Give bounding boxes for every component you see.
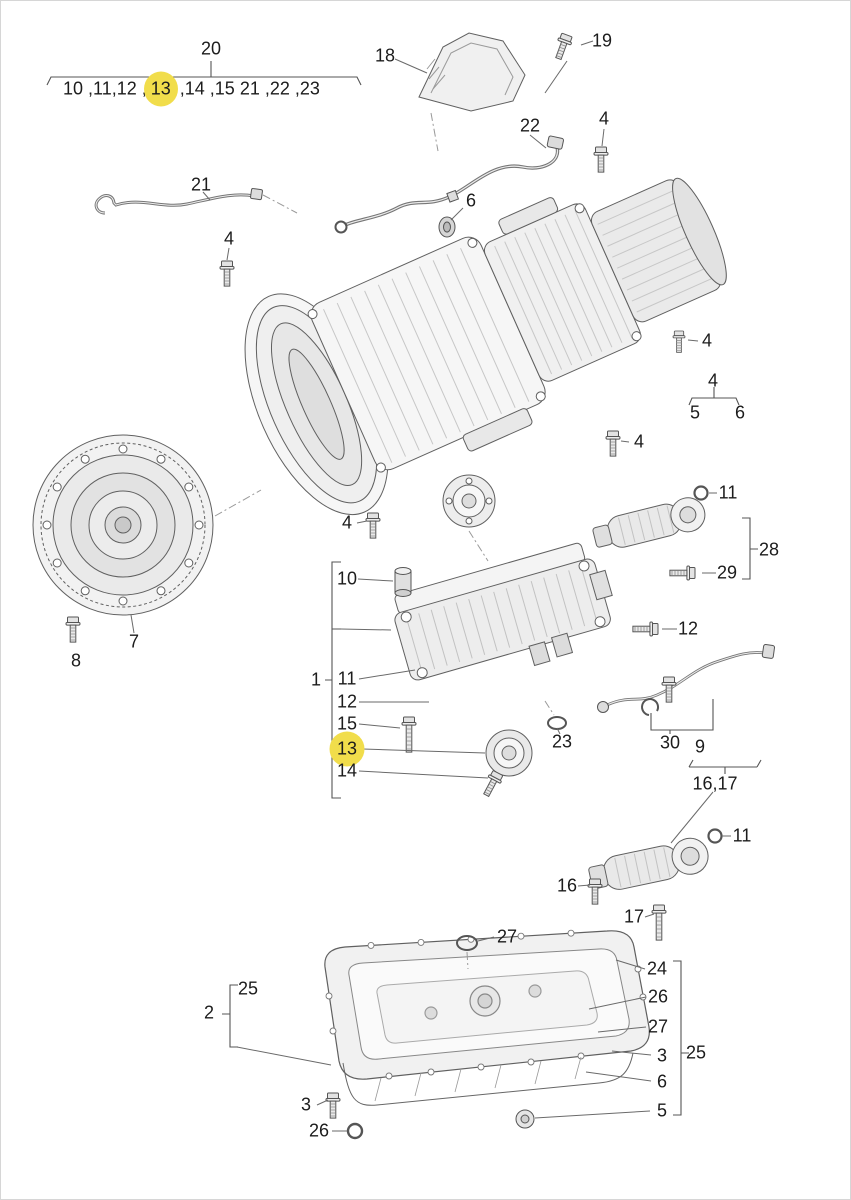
callout-26[interactable]: 26 [308, 1120, 330, 1141]
callout-27[interactable]: 27 [647, 1016, 669, 1037]
callout-29[interactable]: 29 [716, 562, 738, 583]
callout-11[interactable]: 11 [718, 482, 738, 503]
callout-25[interactable]: 25 [685, 1042, 707, 1063]
callout-25[interactable]: 25 [237, 978, 259, 999]
bracket-25-right [673, 960, 689, 1116]
shaft-seal [485, 729, 533, 777]
callout-11[interactable]: 11 [732, 825, 752, 846]
oring-11-upper [693, 485, 709, 501]
callout-23[interactable]: 23 [551, 731, 573, 752]
callout-12[interactable]: 12 [336, 691, 358, 712]
top-list-parts[interactable]: 10 ,11,12 , [63, 78, 147, 99]
top-part-number-list: 10 ,11,12 ,13 ,14 ,15 21 ,22 ,23 [63, 71, 320, 107]
bolt-3 [325, 1092, 341, 1119]
callout-6[interactable]: 6 [656, 1071, 668, 1092]
bolt-14 [479, 769, 505, 799]
seals-layer [346, 485, 723, 1140]
oring-27 [456, 935, 478, 951]
oil-pan [324, 929, 650, 1106]
callout-30[interactable]: 30 [659, 732, 681, 753]
callout-17[interactable]: 17 [623, 906, 645, 927]
valve-body-mechatronic [394, 542, 613, 681]
callout-19[interactable]: 19 [591, 30, 613, 51]
callout-4[interactable]: 4 [223, 228, 235, 249]
bolt-4-left [219, 260, 235, 287]
callout-2[interactable]: 2 [203, 1002, 215, 1023]
bracket-16-17 [688, 759, 762, 774]
output-flange [442, 474, 496, 528]
callout-3[interactable]: 3 [656, 1045, 668, 1066]
callout-21[interactable]: 21 [190, 174, 212, 195]
callout-16[interactable]: 16 [556, 875, 578, 896]
callout-16-17[interactable]: 16,17 [692, 773, 738, 794]
callout-24[interactable]: 24 [646, 958, 668, 979]
callout-20[interactable]: 20 [200, 38, 222, 59]
bracket-30 [650, 699, 714, 734]
callout-4[interactable]: 4 [701, 330, 713, 351]
callout-22[interactable]: 22 [519, 115, 541, 136]
callout-14[interactable]: 14 [336, 760, 358, 781]
callout-6[interactable]: 6 [465, 190, 477, 211]
callout-3[interactable]: 3 [300, 1094, 312, 1115]
bracket-4-5-6 [688, 387, 740, 406]
bracket-20 [46, 61, 362, 86]
bolt-12 [632, 621, 659, 637]
bolt-4-flange [365, 512, 381, 539]
top-list-part-highlighted[interactable]: 13 [143, 71, 178, 107]
filter-tube [394, 567, 412, 597]
leader-lines [130, 40, 731, 1132]
top-list-parts[interactable]: ,14 ,15 21 ,22 ,23 [174, 78, 320, 99]
group-brackets [46, 61, 762, 1116]
oring-11-lower [707, 828, 723, 844]
bracket-28 [742, 517, 758, 580]
bracket-2 [222, 984, 238, 1048]
callout-26[interactable]: 26 [647, 986, 669, 1007]
end-cover [418, 32, 526, 112]
callout-9[interactable]: 9 [694, 736, 706, 757]
callout-18[interactable]: 18 [374, 45, 396, 66]
callout-12[interactable]: 12 [677, 618, 699, 639]
gear-actuator-lower [588, 837, 709, 890]
callout-8[interactable]: 8 [70, 650, 82, 671]
stud-17 [651, 904, 667, 941]
bolt-4-top [593, 146, 609, 173]
bolt-16 [587, 878, 603, 905]
callout-28[interactable]: 28 [758, 539, 780, 560]
construction-lines [214, 112, 555, 970]
callout-5[interactable]: 5 [689, 402, 701, 423]
bracket-1 [325, 561, 341, 799]
bolt-15 [401, 716, 417, 753]
bolt-29 [669, 565, 696, 581]
gear-actuator-upper [592, 497, 706, 548]
callout-27[interactable]: 27 [496, 926, 518, 947]
callout-4[interactable]: 4 [341, 512, 353, 533]
callout-4[interactable]: 4 [633, 431, 645, 452]
callout-4[interactable]: 4 [598, 108, 610, 129]
callout-5[interactable]: 5 [656, 1100, 668, 1121]
gearbox-housing [244, 177, 727, 516]
callout-1[interactable]: 1 [310, 669, 322, 690]
callout-11[interactable]: 11 [337, 668, 357, 689]
callout-15[interactable]: 15 [336, 713, 358, 734]
callout-10[interactable]: 10 [336, 568, 358, 589]
callout-13[interactable]: 13 [329, 731, 365, 767]
callout-4[interactable]: 4 [707, 370, 719, 391]
drain-plug [515, 1109, 535, 1129]
bolt-30-group [661, 676, 677, 703]
callout-7[interactable]: 7 [128, 631, 140, 652]
bolt-4-right [672, 330, 686, 353]
oring-23 [547, 716, 567, 730]
bolt-4-mid [605, 430, 621, 457]
bolt-8 [65, 616, 81, 643]
torque-converter [32, 434, 214, 616]
breather-pipe [94, 188, 263, 215]
oring-26 [346, 1122, 364, 1140]
bolt-19 [551, 32, 575, 62]
wiring-harness [334, 135, 564, 234]
callout-6[interactable]: 6 [734, 402, 746, 423]
grommet [438, 216, 456, 238]
selector-harness [597, 643, 776, 716]
